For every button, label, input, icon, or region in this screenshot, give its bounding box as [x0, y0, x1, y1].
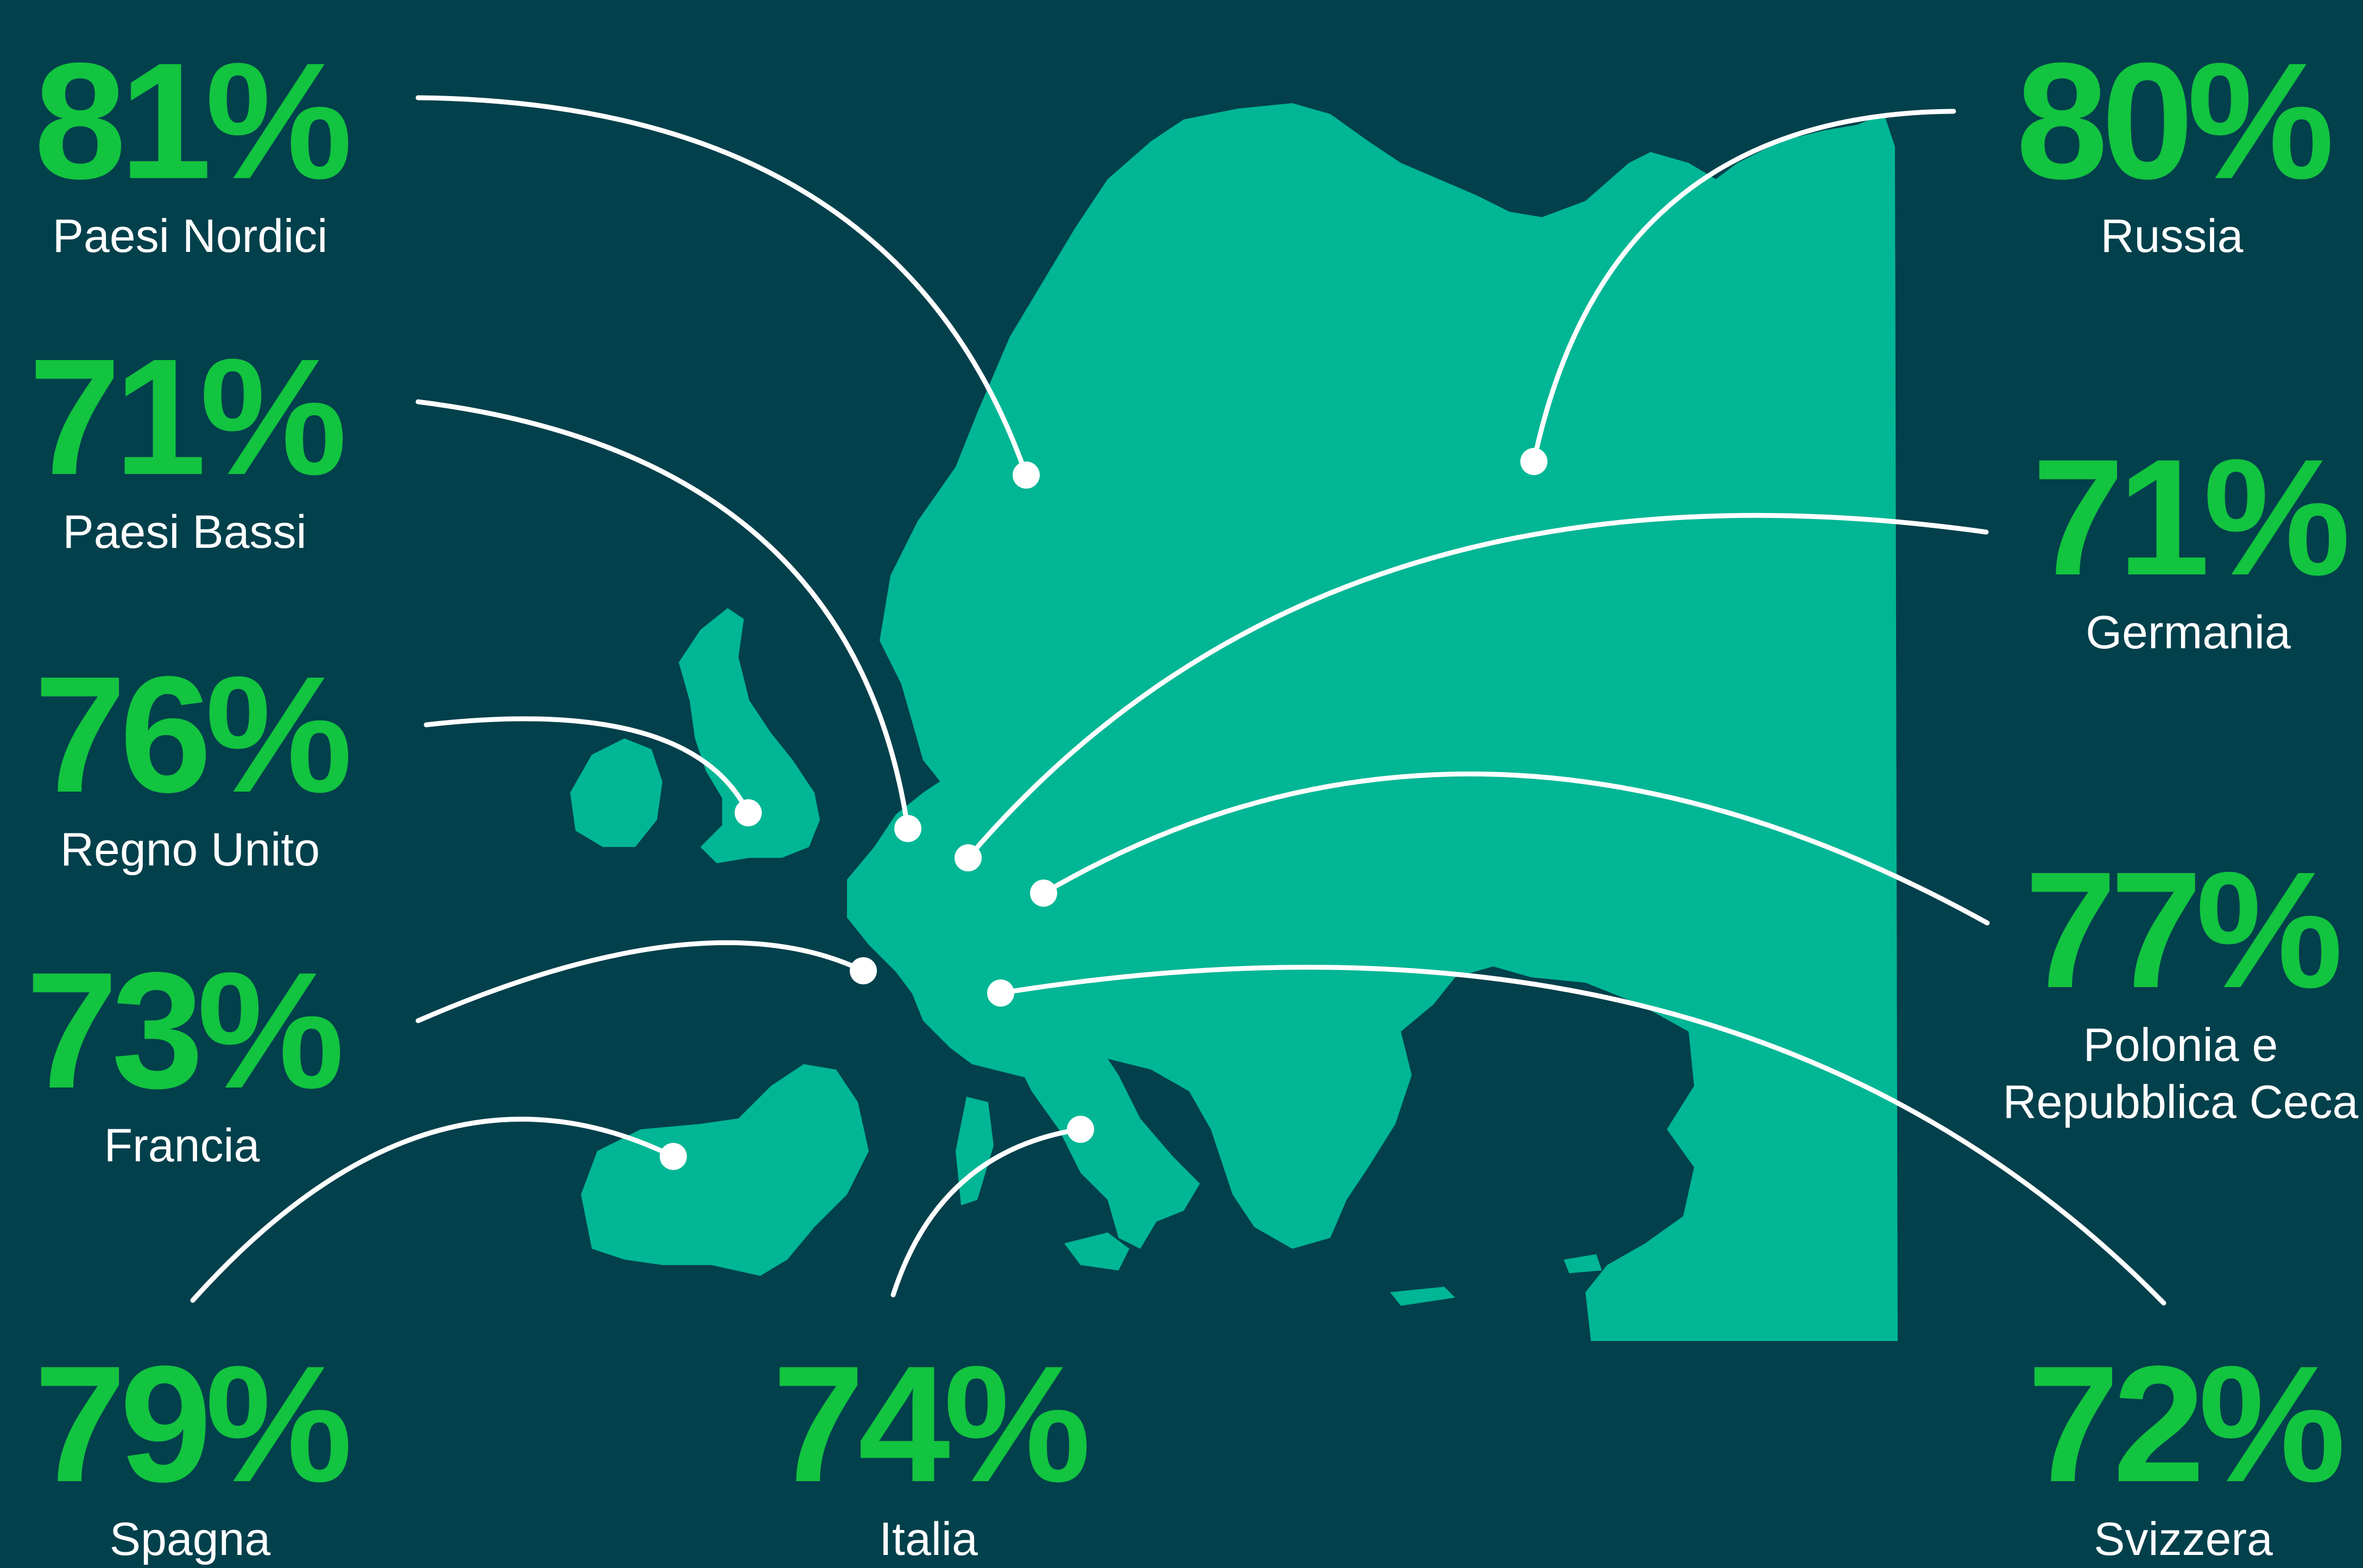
stat-russia: 80% Russia	[1982, 38, 2362, 265]
connector-paesi-nordici	[415, 95, 1029, 478]
stat-polonia-repubblica-ceca: 77% Polonia e Repubblica Ceca	[1998, 847, 2363, 1131]
percent-value: 72%	[2027, 1331, 2346, 1516]
percent-value: 73%	[26, 938, 344, 1123]
region-label: Italia	[879, 1513, 978, 1565]
region-label: Spagna	[109, 1513, 271, 1565]
connector-germania	[965, 513, 1989, 861]
connector-regno-unito	[424, 716, 751, 815]
connector-russia	[1531, 109, 1956, 464]
dot-francia	[850, 957, 877, 984]
connector-spagna	[190, 1116, 676, 1303]
percent-value: 71%	[2032, 425, 2351, 610]
stat-regno-unito: 76% Regno Unito	[22, 652, 358, 878]
percent-value: 74%	[772, 1331, 1091, 1516]
land-italy	[1015, 1026, 1200, 1249]
stat-spagna: 79% Spagna	[16, 1341, 364, 1568]
dot-svizzera	[987, 979, 1014, 1007]
region-label-line-1: Polonia e	[2083, 1019, 2278, 1071]
dot-spagna	[660, 1143, 687, 1170]
stat-svizzera: 72% Svizzera	[2004, 1341, 2363, 1568]
location-dots	[660, 448, 1547, 1170]
land-sicily	[1064, 1232, 1129, 1270]
stat-francia: 73% Francia	[14, 947, 350, 1174]
land-ireland	[570, 738, 662, 847]
connector-svizzera	[998, 965, 2166, 1306]
connector-polonia	[1041, 772, 1990, 926]
connector-francia	[415, 940, 866, 1023]
dot-paesi-nordici	[1013, 461, 1040, 489]
stat-germania: 71% Germania	[2020, 434, 2356, 661]
dot-germania	[955, 844, 982, 871]
land-sardinia	[956, 1097, 994, 1205]
connector-italia	[890, 1127, 1083, 1298]
connector-paesi-bassi	[415, 399, 911, 831]
land-iberia	[581, 1064, 869, 1276]
dot-italia	[1067, 1116, 1094, 1143]
dot-regno-unito	[735, 799, 762, 826]
connector-lines	[190, 95, 2166, 1306]
region-label: Germania	[2086, 606, 2291, 659]
percent-value: 71%	[28, 324, 347, 509]
percent-value: 80%	[2016, 28, 2334, 213]
region-label: Russia	[2100, 210, 2244, 262]
dot-russia	[1520, 448, 1547, 475]
stat-paesi-nordici: 81% Paesi Nordici	[22, 38, 358, 265]
region-label: Svizzera	[2094, 1513, 2273, 1565]
dot-paesi-bassi	[894, 815, 921, 842]
land-scandinavia-russia	[847, 103, 1898, 1341]
percent-value: 81%	[34, 28, 352, 213]
land-mass	[570, 103, 1898, 1341]
region-label: Polonia e Repubblica Ceca	[2003, 1017, 2359, 1131]
stat-paesi-bassi: 71% Paesi Bassi	[16, 334, 353, 561]
percent-value: 77%	[2024, 837, 2343, 1022]
land-cyprus	[1564, 1254, 1602, 1273]
land-great-britain	[679, 608, 820, 863]
percent-value: 76%	[34, 642, 352, 827]
region-label: Francia	[104, 1120, 260, 1172]
region-label: Paesi Nordici	[52, 210, 328, 262]
region-label-line-2: Repubblica Ceca	[2002, 1076, 2359, 1128]
percent-value: 79%	[34, 1331, 352, 1516]
region-label: Paesi Bassi	[62, 506, 307, 558]
dot-polonia	[1030, 880, 1057, 907]
stat-italia: 74% Italia	[755, 1341, 1102, 1568]
land-crete	[1390, 1287, 1455, 1306]
region-label: Regno Unito	[60, 824, 320, 876]
